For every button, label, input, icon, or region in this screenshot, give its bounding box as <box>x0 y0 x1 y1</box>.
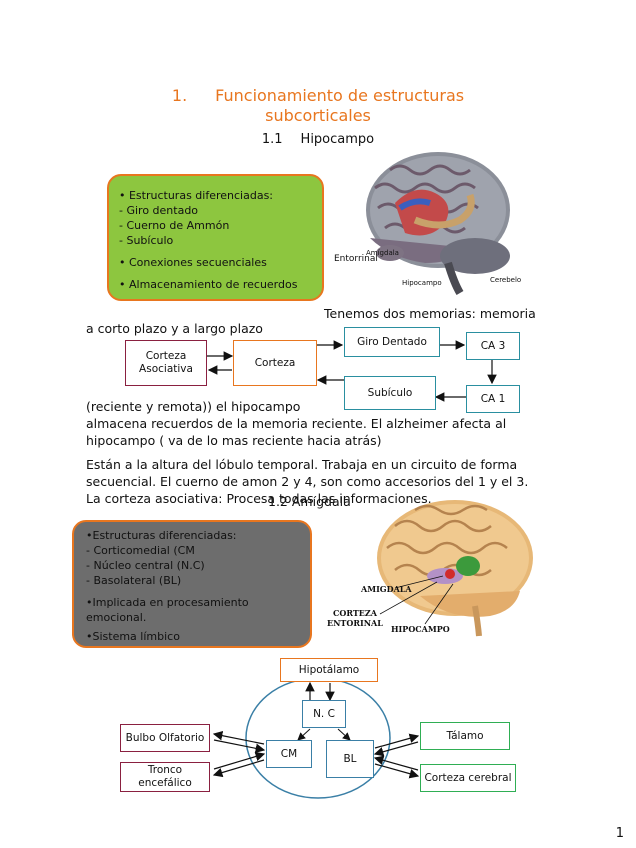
hipocampo-paragraph-1: (reciente y remota)) el hipocampo almace… <box>86 398 506 449</box>
bl-box: BL <box>326 740 374 778</box>
entorrinal-label: Entorrinal <box>334 254 378 264</box>
paragraph-line: (reciente y remota)) el hipocampo <box>86 399 301 414</box>
entorinal-image-label: ENTORINAL <box>327 618 383 628</box>
corteza-cerebral-box: Corteza cerebral <box>420 764 516 792</box>
cm-box: CM <box>266 740 312 768</box>
section-title-line2: subcorticales <box>265 106 371 125</box>
box-item: - Giro dentado <box>119 204 199 217</box>
nc-box: N. C <box>302 700 346 728</box>
box-item: •Implicada en procesamiento emocional. <box>86 596 249 624</box>
subiculo-box: Subículo <box>344 376 436 410</box>
hipocampo-image-label: HIPOCAMPO <box>391 624 450 634</box>
ca3-box: CA 3 <box>466 332 520 360</box>
amigdala-heading: 1.2 Amígdala <box>268 494 351 509</box>
section-title: 1. Funcionamiento de estructuras subcorti… <box>0 86 636 126</box>
cerebelo-label: Cerebelo <box>490 276 522 284</box>
hipocampo-summary-box: • Estructuras diferenciadas: - Giro dent… <box>107 174 324 301</box>
memory-text-left: a corto plazo y a largo plazo <box>86 321 263 336</box>
section-title-line1: Funcionamiento de estructuras <box>215 86 465 105</box>
memory-text-right: Tenemos dos memorias: memoria <box>324 306 536 321</box>
amigdala-brain-image: AMIGDALA CORTEZA ENTORINAL HIPOCAMPO <box>325 496 545 641</box>
box-item: - Subículo <box>119 234 174 247</box>
box-item: - Núcleo central (N.C) <box>86 559 205 572</box>
hipocampo-heading: 1.1 Hipocampo <box>0 132 636 147</box>
amigdala-summary-box: •Estructuras diferenciadas: - Corticomed… <box>72 520 312 648</box>
hipotalamo-box: Hipotálamo <box>280 658 378 682</box>
giro-dentado-box: Giro Dentado <box>344 327 440 357</box>
tronco-encefalico-box: Tronco encefálico <box>120 762 210 792</box>
hipocampo-brain-image: Entorrinal Amígdala Hipocampo Cerebelo <box>330 148 530 298</box>
paragraph-line: Están a la altura del lóbulo temporal. T… <box>86 457 518 472</box>
hipocampo-title: Hipocampo <box>300 132 375 147</box>
box-item: - Basolateral (BL) <box>86 574 182 587</box>
hipocampo-number: 1.1 <box>261 132 283 147</box>
box-item: • Conexiones secuenciales <box>119 256 267 269</box>
box-item: - Corticomedial (CM <box>86 544 195 557</box>
paragraph-line: secuencial. El cuerno de amon 2 y 4, son… <box>86 474 529 489</box>
corteza-asociativa-box: Corteza Asociativa <box>125 340 207 386</box>
ca1-box: CA 1 <box>466 385 520 413</box>
box-item: • Almacenamiento de recuerdos <box>119 278 298 291</box>
hipocampo-paragraph-2: Están a la altura del lóbulo temporal. T… <box>86 456 528 507</box>
paragraph-line: almacena recuerdos de la memoria recient… <box>86 416 507 431</box>
amigdala-title: Amígdala <box>291 494 351 509</box>
corteza-image-label: CORTEZA <box>333 608 377 618</box>
section-number: 1. <box>171 86 188 105</box>
paragraph-line: hipocampo ( va de lo mas reciente hacia … <box>86 433 382 448</box>
box-item: - Cuerno de Ammón <box>119 219 230 232</box>
box-item: • Estructuras diferenciadas: <box>119 189 273 202</box>
box-item: •Sistema límbico <box>86 630 180 643</box>
amigdala-image-label: AMIGDALA <box>361 584 412 594</box>
box-item: •Estructuras diferenciadas: <box>86 529 237 542</box>
hipocampo-label: Hipocampo <box>402 279 442 287</box>
paragraph-line: La corteza asociativa: Procesa todas las… <box>86 491 432 506</box>
amigdala-number: 1.2 <box>268 494 288 509</box>
talamo-box: Tálamo <box>420 722 510 750</box>
amigdala-label: Amígdala <box>366 249 399 257</box>
page-number: 1 <box>615 826 624 841</box>
corteza-box: Corteza <box>233 340 317 386</box>
bulbo-olfatorio-box: Bulbo Olfatorio <box>120 724 210 752</box>
